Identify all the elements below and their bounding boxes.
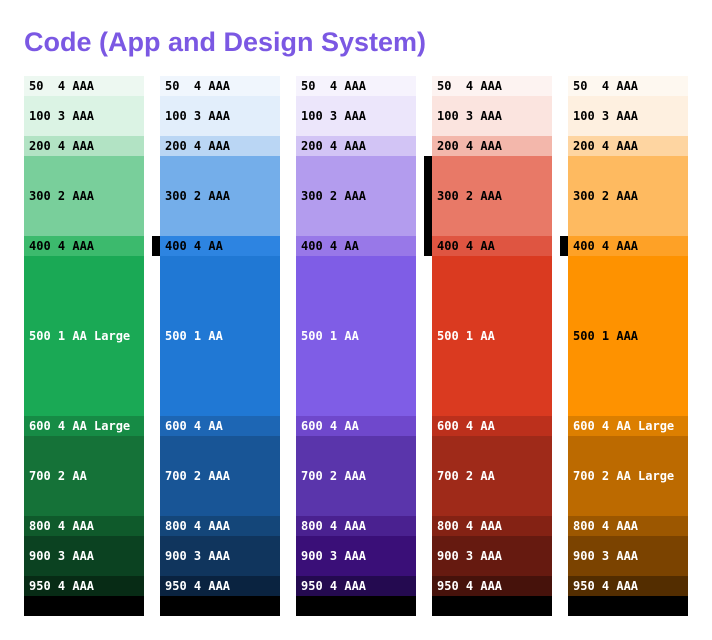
swatch-700: 700 2 AA Large [568,436,688,516]
swatch-700: 700 2 AA [24,436,144,516]
swatch-950: 950 4 AAA [160,576,280,596]
swatch-300: 300 2 AAA [24,156,144,236]
page-title: Code (App and Design System) [24,27,427,57]
swatch-50: 50 4 AAA [568,76,688,96]
swatch-950: 950 4 AAA [296,576,416,596]
swatch-900: 900 3 AAA [160,536,280,576]
swatch-500: 500 1 AA [296,256,416,416]
swatch-800: 800 4 AAA [24,516,144,536]
swatch-500: 500 1 AA [432,256,552,416]
swatch-800: 800 4 AAA [568,516,688,536]
swatch-black [432,596,552,616]
swatch-600: 600 4 AA [160,416,280,436]
swatch-950: 950 4 AAA [432,576,552,596]
swatch-200: 200 4 AAA [432,136,552,156]
swatch-300: 300 2 AAA [296,156,416,236]
palette-column-blue: 50 4 AAA 100 3 AAA 200 4 AAA 300 2 AAA 4… [160,76,280,616]
swatch-600: 600 4 AA Large [568,416,688,436]
swatch-900: 900 3 AAA [568,536,688,576]
swatch-300: 300 2 AAA [568,156,688,236]
swatch-100: 100 3 AAA [432,96,552,136]
marker-bar-orange-400 [560,236,568,256]
swatch-50: 50 4 AAA [160,76,280,96]
swatch-800: 800 4 AAA [296,516,416,536]
swatch-500: 500 1 AA Large [24,256,144,416]
swatch-50: 50 4 AAA [432,76,552,96]
swatch-950: 950 4 AAA [24,576,144,596]
swatch-500: 500 1 AA [160,256,280,416]
swatch-700: 700 2 AAA [160,436,280,516]
swatch-black [160,596,280,616]
swatch-200: 200 4 AAA [296,136,416,156]
swatch-300: 300 2 AAA [432,156,552,236]
swatch-400: 400 4 AA [432,236,552,256]
swatch-50: 50 4 AAA [296,76,416,96]
swatch-900: 900 3 AAA [296,536,416,576]
swatch-950: 950 4 AAA [568,576,688,596]
swatch-800: 800 4 AAA [160,516,280,536]
swatch-600: 600 4 AA [296,416,416,436]
swatch-400: 400 4 AA [296,236,416,256]
palette-column-red: 50 4 AAA 100 3 AAA 200 4 AAA 300 2 AAA 4… [432,76,552,616]
swatch-black [24,596,144,616]
palette-column-purple: 50 4 AAA 100 3 AAA 200 4 AAA 300 2 AAA 4… [296,76,416,616]
swatch-black [296,596,416,616]
swatch-50: 50 4 AAA [24,76,144,96]
marker-bar-red-300-400 [424,156,432,256]
swatch-600: 600 4 AA [432,416,552,436]
swatch-200: 200 4 AAA [568,136,688,156]
swatch-600: 600 4 AA Large [24,416,144,436]
swatch-800: 800 4 AAA [432,516,552,536]
swatch-400: 400 4 AA [160,236,280,256]
palette-column-green: 50 4 AAA 100 3 AAA 200 4 AAA 300 2 AAA 4… [24,76,144,616]
swatch-black [568,596,688,616]
swatch-900: 900 3 AAA [432,536,552,576]
swatch-400: 400 4 AAA [568,236,688,256]
swatch-100: 100 3 AAA [296,96,416,136]
swatch-300: 300 2 AAA [160,156,280,236]
marker-bar-blue-400 [152,236,160,256]
swatch-100: 100 3 AAA [160,96,280,136]
swatch-700: 700 2 AAA [296,436,416,516]
palette-column-orange: 50 4 AAA 100 3 AAA 200 4 AAA 300 2 AAA 4… [568,76,688,616]
swatch-500: 500 1 AAA [568,256,688,416]
swatch-100: 100 3 AAA [568,96,688,136]
swatch-700: 700 2 AA [432,436,552,516]
swatch-100: 100 3 AAA [24,96,144,136]
swatch-200: 200 4 AAA [24,136,144,156]
swatch-400: 400 4 AAA [24,236,144,256]
swatch-900: 900 3 AAA [24,536,144,576]
swatch-200: 200 4 AAA [160,136,280,156]
